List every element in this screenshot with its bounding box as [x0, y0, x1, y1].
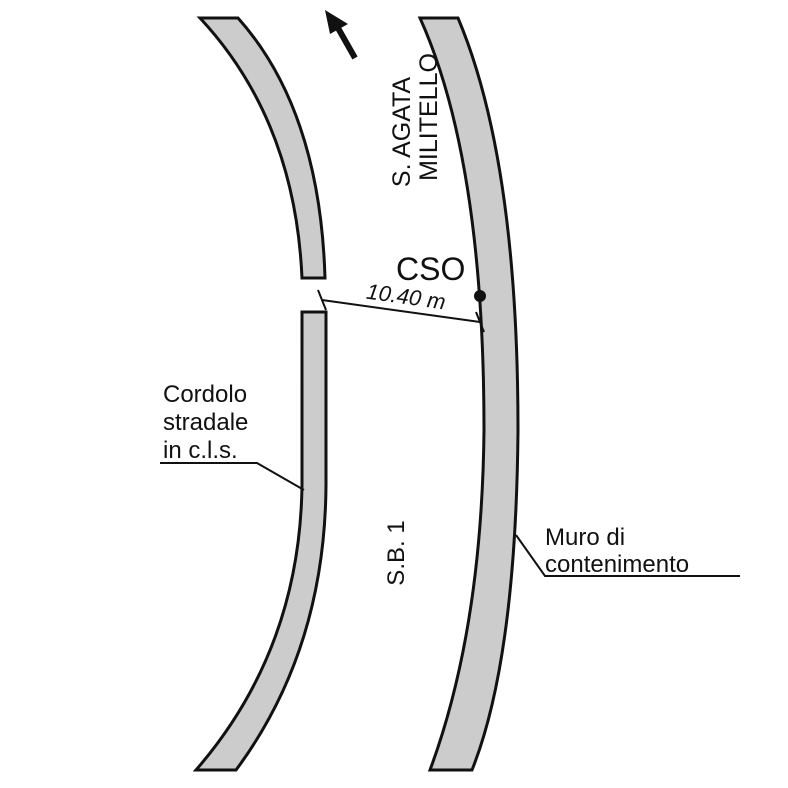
direction-label-line2: MILITELLO: [415, 53, 443, 181]
curb-leader-line: [160, 462, 305, 491]
dimension-line: [317, 289, 485, 333]
curb-label-line1: Cordolo: [163, 381, 247, 408]
retaining-wall: [417, 16, 520, 772]
curb-lower-segment: [192, 310, 328, 772]
wall-label-line1: Muro di: [545, 524, 625, 551]
curb-upper-segment: [196, 16, 327, 280]
direction-label-line1: S. AGATA: [388, 77, 416, 188]
road-name-label: S.B. 1: [383, 520, 410, 585]
curb-label-line2: stradale: [163, 409, 248, 436]
direction-arrow-icon: [325, 10, 358, 60]
wall-label-line2: contenimento: [545, 551, 689, 578]
cso-label: CSO: [396, 251, 465, 287]
cso-point-icon: [474, 290, 486, 302]
curb-label-line3: in c.l.s.: [163, 437, 238, 464]
wall-leader-line: [515, 534, 740, 577]
